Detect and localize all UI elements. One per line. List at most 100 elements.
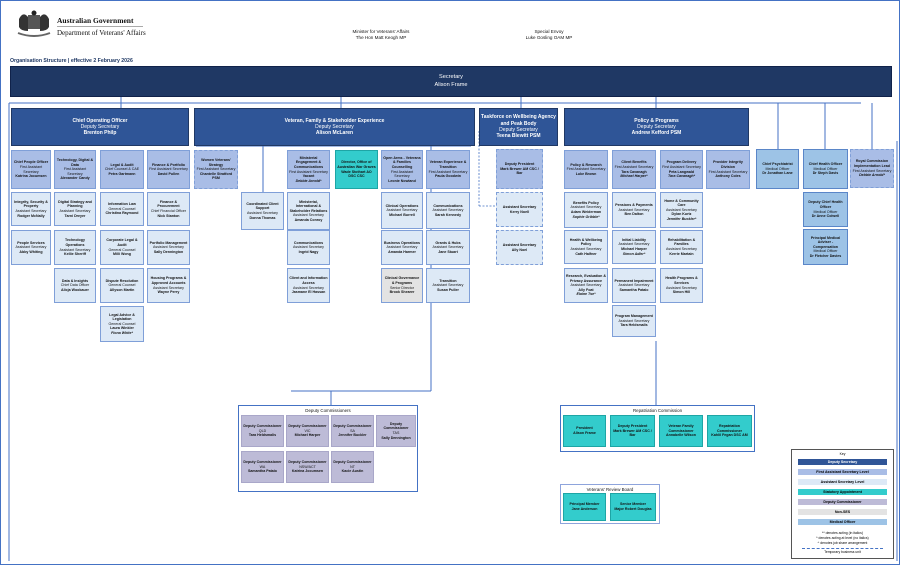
unit-title: Deputy President <box>504 162 535 167</box>
org-unit-taskforce[interactable]: Taskforce on Wellbeing Agency and Peak B… <box>479 108 558 146</box>
unit-title: Communications <box>293 240 324 245</box>
unit-person: Vacant <box>302 174 315 179</box>
unit-title: Pensions & Payments <box>615 203 653 208</box>
secretary-bar[interactable]: Secretary Alison Frame <box>10 66 892 97</box>
org-unit-mist[interactable]: Ministerial, International & Stakeholder… <box>287 192 330 230</box>
unit-title: Transition <box>439 278 457 283</box>
unit-title: Provider Integrity Division <box>713 160 743 169</box>
unit-title: Clinical Governance & Programs <box>384 276 420 285</box>
unit-person: Elaine Tse* <box>576 292 596 297</box>
org-unit-oawg[interactable]: Director, Office of Australian War Grave… <box>335 150 378 189</box>
unit-title: Home & Community Care <box>664 198 699 208</box>
unit-role: Chief Data Officer <box>60 283 90 288</box>
unit-title: Deputy Commissioner <box>243 424 282 429</box>
unit-title: Permanent Impairment <box>614 278 654 283</box>
unit-person: Dr Anne Colwell <box>811 214 840 219</box>
unit-title: Business Operations <box>384 240 420 245</box>
unit-person: Petra Gartmann <box>108 171 136 176</box>
unit-person: Ben Dalton <box>624 212 644 217</box>
unit-title: Dispute Resolution <box>105 278 139 283</box>
org-unit-pma[interactable]: Principal Medical Adviser - Compensation… <box>803 229 848 265</box>
unit-role: Chief Financial Officer <box>150 209 187 213</box>
envoy-block: Special Envoy Luke Gosling OAM MP <box>491 29 607 41</box>
unit-title: Client and Information Access <box>289 276 328 285</box>
unit-person: Michael Harper* <box>620 174 648 179</box>
unit-person: Abby Whiting <box>19 249 43 254</box>
unit-title: Open Arms - Veterans & Families Counsell… <box>383 155 421 169</box>
org-unit-openarms[interactable]: Open Arms - Veterans & Families Counsell… <box>381 150 423 189</box>
unit-title: Technology, Digital & Data <box>56 158 94 167</box>
org-unit-repa[interactable]: Research, Evaluation & Privacy Assurance… <box>564 268 608 303</box>
gov-name: Australian Government <box>57 16 134 25</box>
unit-person: Tara Cavanagh <box>621 169 647 174</box>
unit-title: Veteran Family Commissioner <box>668 424 694 433</box>
envoy-role: Special Envoy <box>534 29 564 34</box>
unit-title: Program Delivery <box>666 160 697 165</box>
org-unit-vfse[interactable]: Veteran, Family & Stakeholder Experience… <box>194 108 475 146</box>
